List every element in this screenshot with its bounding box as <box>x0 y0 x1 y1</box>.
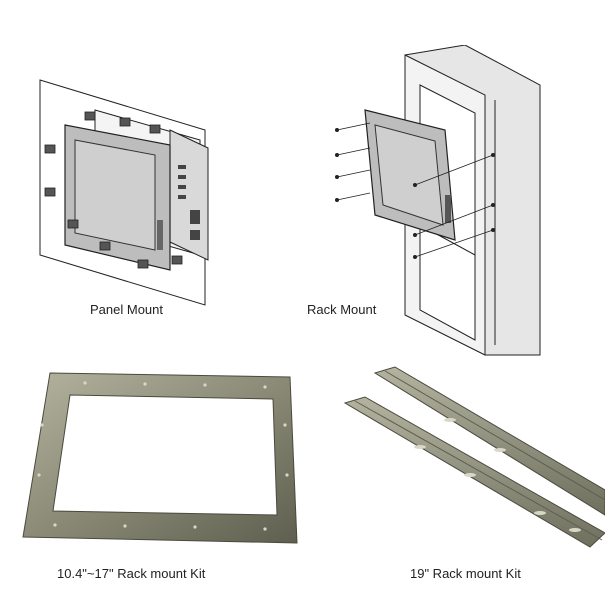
rack-kit-19-caption: 19" Rack mount Kit <box>410 566 521 581</box>
rack-mount-illustration <box>325 45 555 360</box>
rack-kit-small-caption: 10.4"~17" Rack mount Kit <box>57 566 206 581</box>
rack-kit-19-image <box>340 365 605 550</box>
panel-mount-illustration <box>30 70 260 310</box>
rack-mount-caption: Rack Mount <box>307 302 377 317</box>
rack-kit-small-image <box>15 365 305 555</box>
panel-mount-caption: Panel Mount <box>90 302 163 317</box>
